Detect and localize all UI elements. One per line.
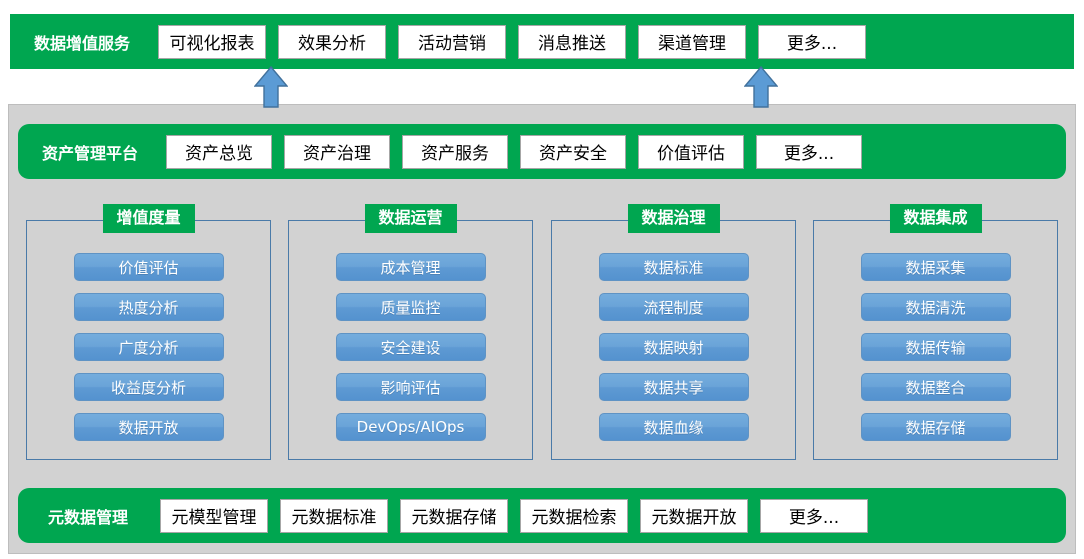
column-value-added-metrics: 增值度量 价值评估 热度分析 广度分析 收益度分析 数据开放 — [26, 204, 271, 460]
asset-cell-more[interactable]: 更多... — [756, 134, 862, 169]
platform-panel — [8, 104, 1076, 554]
pill-data-storage[interactable]: 数据存储 — [860, 413, 1011, 441]
column-data-governance: 数据治理 数据标准 流程制度 数据映射 数据共享 数据血缘 — [551, 204, 796, 460]
pill-quality-monitoring[interactable]: 质量监控 — [335, 293, 486, 321]
pill-impact-assessment[interactable]: 影响评估 — [335, 373, 486, 401]
pill-value-assessment[interactable]: 价值评估 — [73, 253, 224, 281]
column-header-value-added-metrics: 增值度量 — [102, 204, 195, 233]
pill-data-integration[interactable]: 数据整合 — [860, 373, 1011, 401]
metadata-cell-standards[interactable]: 元数据标准 — [280, 498, 388, 533]
pill-data-opening[interactable]: 数据开放 — [73, 413, 224, 441]
column-items-data-integration: 数据采集 数据清洗 数据传输 数据整合 数据存储 — [814, 253, 1057, 441]
column-items-data-governance: 数据标准 流程制度 数据映射 数据共享 数据血缘 — [552, 253, 795, 441]
pill-profit-analysis[interactable]: 收益度分析 — [73, 373, 224, 401]
column-header-data-governance: 数据治理 — [627, 204, 720, 233]
value-added-cell-effect-analysis[interactable]: 效果分析 — [278, 24, 386, 59]
pill-breadth-analysis[interactable]: 广度分析 — [73, 333, 224, 361]
asset-cell-security[interactable]: 资产安全 — [520, 134, 626, 169]
pill-security-construction[interactable]: 安全建设 — [335, 333, 486, 361]
value-added-services-title: 数据增值服务 — [33, 33, 130, 53]
pill-process-system[interactable]: 流程制度 — [598, 293, 749, 321]
asset-cell-overview[interactable]: 资产总览 — [166, 134, 272, 169]
value-added-cell-message-push[interactable]: 消息推送 — [518, 24, 626, 59]
pill-devops-aiops[interactable]: DevOps/AIOps — [335, 413, 486, 441]
asset-cell-governance[interactable]: 资产治理 — [284, 134, 390, 169]
value-added-services-bar: 数据增值服务 可视化报表 效果分析 活动营销 消息推送 渠道管理 更多... — [10, 14, 1074, 69]
arrow-up-right-icon — [744, 66, 778, 108]
metadata-management-title: 元数据管理 — [47, 507, 128, 527]
pill-data-transmission[interactable]: 数据传输 — [860, 333, 1011, 361]
pill-data-collection[interactable]: 数据采集 — [860, 253, 1011, 281]
value-added-cell-channel-management[interactable]: 渠道管理 — [638, 24, 746, 59]
column-data-integration: 数据集成 数据采集 数据清洗 数据传输 数据整合 数据存储 — [813, 204, 1058, 460]
pill-data-lineage[interactable]: 数据血缘 — [598, 413, 749, 441]
pill-heat-analysis[interactable]: 热度分析 — [73, 293, 224, 321]
column-items-data-operations: 成本管理 质量监控 安全建设 影响评估 DevOps/AIOps — [289, 253, 532, 441]
column-data-operations: 数据运营 成本管理 质量监控 安全建设 影响评估 DevOps/AIOps — [288, 204, 533, 460]
column-header-data-operations: 数据运营 — [364, 204, 457, 233]
value-added-cell-more[interactable]: 更多... — [758, 24, 866, 59]
metadata-cell-storage[interactable]: 元数据存储 — [400, 498, 508, 533]
metadata-cell-retrieval[interactable]: 元数据检索 — [520, 498, 628, 533]
pill-data-mapping[interactable]: 数据映射 — [598, 333, 749, 361]
metadata-cell-more[interactable]: 更多... — [760, 498, 868, 533]
column-items-value-added-metrics: 价值评估 热度分析 广度分析 收益度分析 数据开放 — [27, 253, 270, 441]
pill-data-sharing[interactable]: 数据共享 — [598, 373, 749, 401]
column-header-data-integration: 数据集成 — [889, 204, 982, 233]
asset-management-platform-title: 资产管理平台 — [41, 143, 138, 163]
arrow-up-left-icon — [254, 66, 288, 108]
pill-cost-management[interactable]: 成本管理 — [335, 253, 486, 281]
asset-cell-service[interactable]: 资产服务 — [402, 134, 508, 169]
metadata-cell-model-management[interactable]: 元模型管理 — [160, 498, 268, 533]
metadata-management-bar: 元数据管理 元模型管理 元数据标准 元数据存储 元数据检索 元数据开放 更多..… — [18, 488, 1066, 543]
asset-management-platform-bar: 资产管理平台 资产总览 资产治理 资产服务 资产安全 价值评估 更多... — [18, 124, 1066, 179]
pill-data-standards[interactable]: 数据标准 — [598, 253, 749, 281]
asset-cell-value-assessment[interactable]: 价值评估 — [638, 134, 744, 169]
value-added-cell-visualization-report[interactable]: 可视化报表 — [158, 24, 266, 59]
value-added-cell-campaign-marketing[interactable]: 活动营销 — [398, 24, 506, 59]
pill-data-cleaning[interactable]: 数据清洗 — [860, 293, 1011, 321]
metadata-cell-opening[interactable]: 元数据开放 — [640, 498, 748, 533]
